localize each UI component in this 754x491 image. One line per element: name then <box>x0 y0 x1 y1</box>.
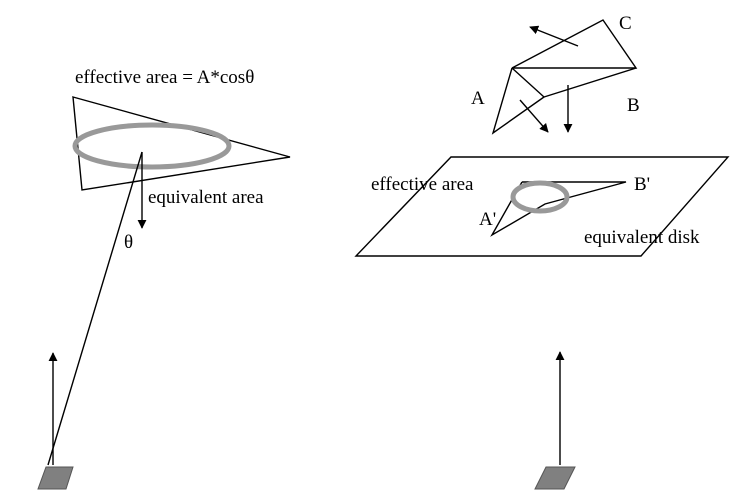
effective-area-formula-label: effective area = A*cosθ <box>75 67 254 88</box>
equivalent-disk-label: equivalent disk <box>584 227 700 248</box>
tilted-triangle <box>72 96 291 191</box>
projection-plane <box>354 156 730 257</box>
facet-normal-arrow-up <box>529 25 579 47</box>
vertex-a-label: A <box>471 88 485 109</box>
equivalent-area-label: equivalent area <box>148 187 264 208</box>
projected-vertex-b-label: B' <box>634 174 650 195</box>
equivalent-area-ring <box>72 122 232 170</box>
effective-area-label: effective area <box>371 174 474 195</box>
facet-outline <box>511 19 638 69</box>
projected-triangle <box>490 181 627 237</box>
vertex-b-label: B <box>627 95 640 116</box>
theta-label: θ <box>124 232 133 253</box>
facet-normal-arrow-diagonal <box>519 99 549 133</box>
right-panel: C A B effective area B' A' equivalent di… <box>354 13 730 490</box>
vertex-c-label: C <box>619 13 632 34</box>
right-base-patch <box>534 466 576 490</box>
facet-lower-edges <box>511 67 637 98</box>
facet-front-edges <box>491 67 545 135</box>
left-panel: effective area = A*cosθ equivalent area … <box>37 67 291 490</box>
projected-vertex-a-label: A' <box>479 209 496 230</box>
equivalent-disk-ring <box>510 180 570 214</box>
base-patch <box>37 466 74 490</box>
line-of-sight <box>47 151 143 466</box>
